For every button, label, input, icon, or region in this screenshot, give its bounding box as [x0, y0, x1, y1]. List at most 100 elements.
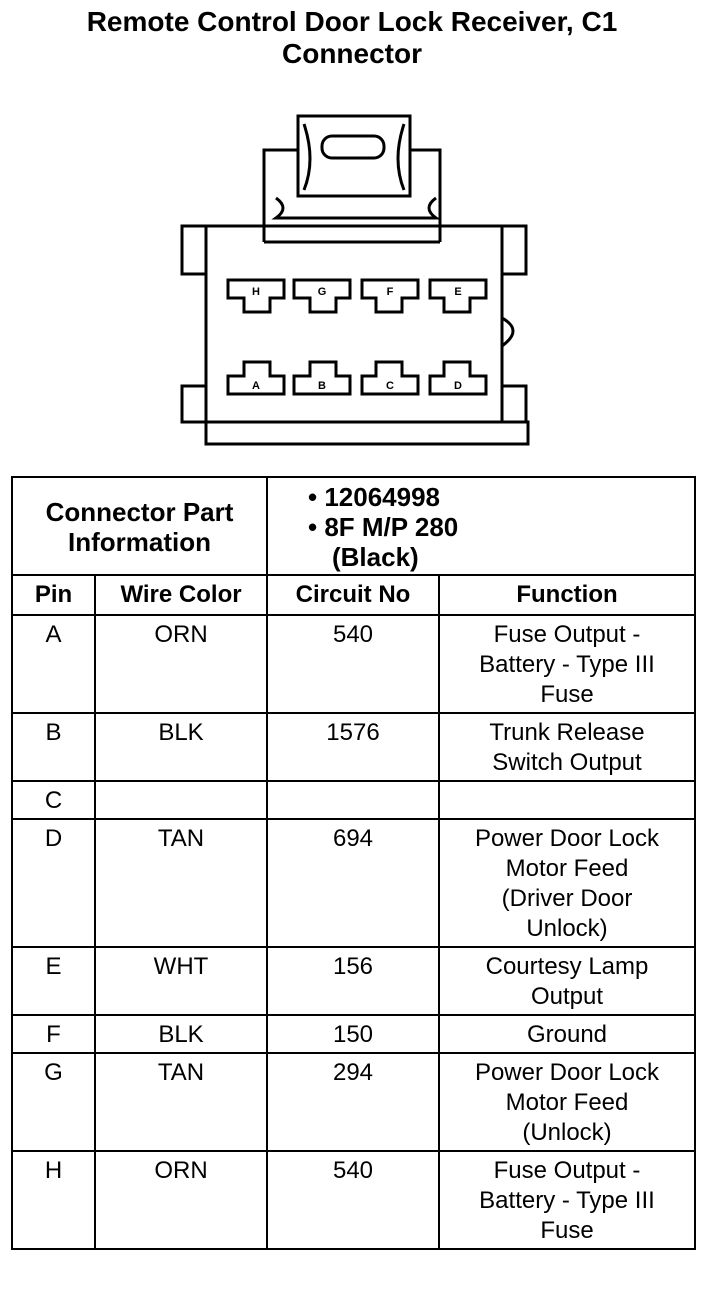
table-row: C — [11, 780, 696, 820]
function-line: Courtesy Lamp — [485, 953, 649, 980]
wire-color-cell: WHT — [94, 946, 268, 1016]
pin-label-a: A — [252, 380, 260, 392]
latch-ridge — [271, 196, 441, 220]
cavity-b — [292, 360, 352, 396]
connector-mp-number: • 8F M/P 280 — [308, 512, 459, 542]
pinout-body: Connector Part Information • 12064998 • … — [11, 476, 696, 1250]
pin-label-c: C — [386, 380, 394, 392]
cavity-f — [360, 278, 420, 314]
pin-label-h: H — [252, 286, 260, 298]
wire-color-cell: TAN — [94, 818, 268, 948]
pin-cell: A — [11, 614, 96, 714]
side-tab-left-top — [180, 224, 208, 276]
latch-sides — [302, 123, 406, 191]
function-line: Battery - Type III — [479, 651, 655, 678]
function-cell — [438, 780, 696, 820]
housing-upper — [262, 148, 442, 242]
connector-color: (Black) — [332, 542, 419, 572]
function-line: Fuse — [540, 681, 594, 708]
pin-cell: E — [11, 946, 96, 1016]
wire-color-cell: BLK — [94, 712, 268, 782]
circuit-no-cell: 540 — [266, 614, 440, 714]
connector-diagram: H G F E A B C D — [180, 114, 530, 446]
function-cell: Fuse Output - Battery - Type III Fuse — [438, 1150, 696, 1250]
function-cell: Ground — [438, 1014, 696, 1054]
function-line — [444, 786, 690, 816]
function-line: Fuse Output - — [493, 1157, 641, 1184]
function-line: Unlock) — [526, 915, 608, 942]
key-notch — [501, 316, 515, 348]
function-line: Motor Feed — [505, 855, 629, 882]
cavity-a — [226, 360, 286, 396]
circuit-no-cell — [266, 780, 440, 820]
circuit-no-cell: 156 — [266, 946, 440, 1016]
circuit-no-cell: 694 — [266, 818, 440, 948]
pin-label-e: E — [454, 286, 461, 298]
side-tab-right-bottom — [500, 384, 528, 424]
pin-label-d: D — [454, 380, 462, 392]
latch-slot — [320, 134, 386, 160]
cavity-g — [292, 278, 352, 314]
side-tab-left-bottom — [180, 384, 208, 424]
function-line: Fuse — [540, 1217, 594, 1244]
pin-cell: F — [11, 1014, 96, 1054]
circuit-no-cell: 294 — [266, 1052, 440, 1152]
header-wire-color: Wire Color — [94, 574, 268, 616]
cavity-h — [226, 278, 286, 314]
pin-cell: C — [11, 780, 96, 820]
wire-color-cell: BLK — [94, 1014, 268, 1054]
connector-info-label-line-1: Connector Part — [45, 497, 234, 527]
function-line: Power Door Lock — [474, 825, 660, 852]
pin-cell: H — [11, 1150, 96, 1250]
wire-color-cell: TAN — [94, 1052, 268, 1152]
function-line: Trunk Release — [489, 719, 645, 746]
pin-cell: B — [11, 712, 96, 782]
function-line: Power Door Lock — [474, 1059, 660, 1086]
cavity-e — [428, 278, 488, 314]
pin-label-b: B — [318, 380, 326, 392]
wire-color-cell — [94, 780, 268, 820]
wire-color-cell: ORN — [94, 614, 268, 714]
pin-cell: D — [11, 818, 96, 948]
connector-info-values: • 12064998 • 8F M/P 280 (Black) — [266, 476, 696, 576]
cavity-row-top — [226, 278, 488, 314]
connector-info-label-line-2: Information — [68, 527, 211, 557]
connector-info-row: Connector Part Information • 12064998 • … — [11, 476, 696, 576]
title-line-2: Connector — [282, 38, 422, 69]
function-line: (Driver Door — [501, 885, 633, 912]
wire-color-cell: ORN — [94, 1150, 268, 1250]
cavity-c — [360, 360, 420, 396]
latch-outer — [296, 114, 412, 198]
header-row: Pin Wire Color Circuit No Function — [11, 574, 696, 616]
function-line: Switch Output — [492, 749, 642, 776]
function-line: Ground — [526, 1021, 608, 1048]
page-title: Remote Control Door Lock Receiver, C1 Co… — [0, 6, 704, 70]
pin-label-f: F — [387, 286, 394, 298]
connector-part-number: • 12064998 — [308, 482, 441, 512]
header-circuit-no: Circuit No — [266, 574, 440, 616]
function-line: Battery - Type III — [479, 1187, 655, 1214]
pin-label-g: G — [318, 286, 327, 298]
side-tab-right-top — [500, 224, 528, 276]
cavity-row-bottom — [226, 360, 488, 396]
pinout-table: Connector Part Information • 12064998 • … — [11, 476, 696, 1250]
function-cell: Fuse Output - Battery - Type III Fuse — [438, 614, 696, 714]
header-pin: Pin — [11, 574, 96, 616]
function-line: Fuse Output - — [493, 621, 641, 648]
circuit-no-cell: 150 — [266, 1014, 440, 1054]
pin-cell: G — [11, 1052, 96, 1152]
function-line: Output — [530, 983, 604, 1010]
header-function: Function — [438, 574, 696, 616]
connector-base — [204, 420, 530, 446]
